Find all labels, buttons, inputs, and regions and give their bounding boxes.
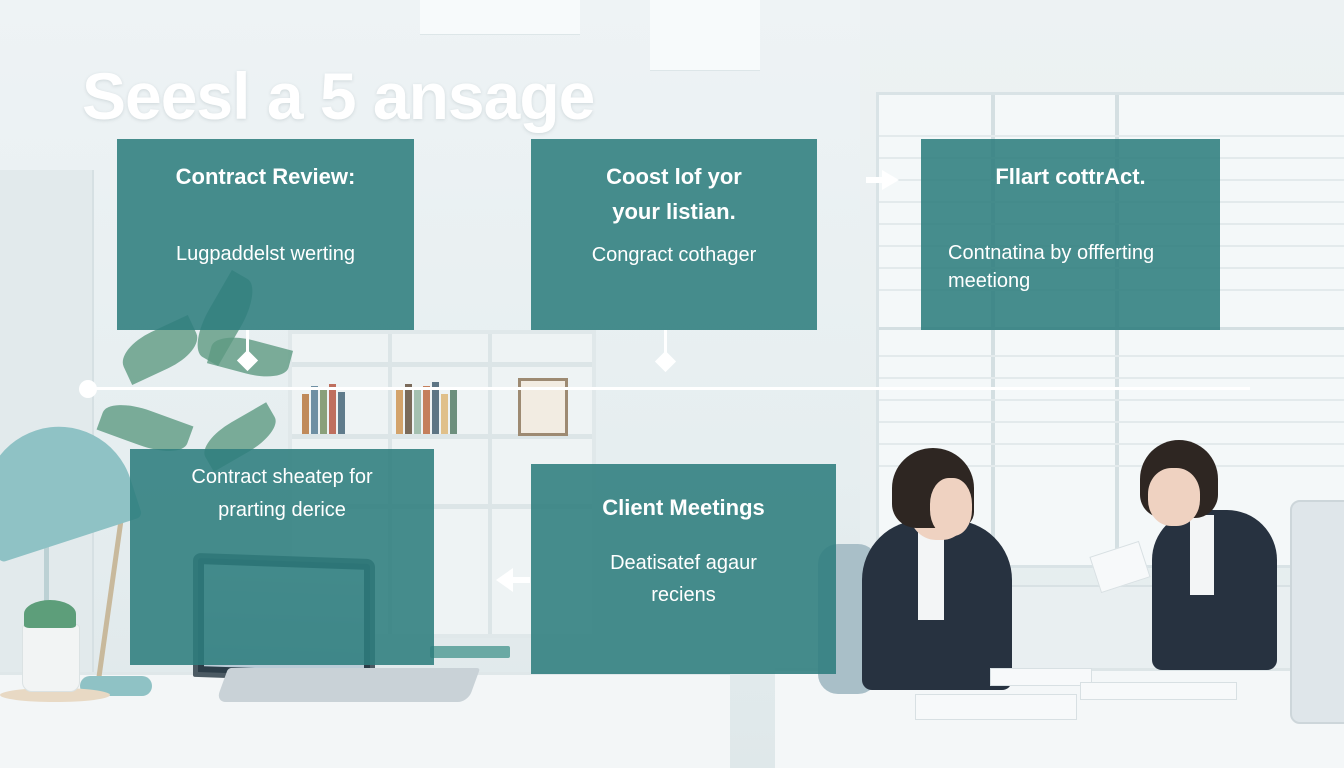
potted-plant	[22, 624, 80, 692]
connector-1	[246, 330, 249, 354]
step-heading: Client Meetings	[602, 495, 765, 520]
notebook	[430, 646, 510, 658]
timeline-line	[88, 387, 1250, 390]
step-text: Deatisatef agaur reciens	[610, 552, 757, 606]
diagram-title: Seesl a 5 ansage	[82, 59, 595, 133]
step-box-4: Contract sheatep for prarting derice	[130, 449, 434, 665]
step-text: Congract cothager	[591, 244, 757, 266]
monitor	[1290, 500, 1344, 724]
connector-2	[664, 330, 667, 354]
arrow-right-icon	[866, 170, 899, 190]
arrow-left-icon	[496, 568, 530, 592]
desk-papers	[990, 668, 1092, 686]
step-box-2: Coost lof yor your listian. Congract cot…	[531, 139, 817, 330]
timeline-start-dot	[79, 380, 97, 398]
ceiling-light	[420, 0, 580, 35]
step-heading: Coost lof yor your listian.	[606, 164, 742, 224]
step-text: Contract sheatep for prarting derice	[191, 466, 373, 521]
step-text: Lugpaddelst werting	[175, 243, 355, 265]
step-heading: Contract Review:	[175, 164, 356, 189]
person-right	[1152, 510, 1277, 670]
step-text: Contnatina by offferting meetiong	[948, 242, 1155, 292]
ceiling-duct	[650, 0, 760, 71]
step-box-3: Fllart cottrAct. Contnatina by offfertin…	[921, 139, 1220, 330]
step-heading: Fllart cottrAct.	[995, 164, 1146, 189]
step-box-contract-review: Contract Review: Lugpaddelst werting	[117, 139, 414, 330]
step-box-client-meetings: Client Meetings Deatisatef agaur reciens	[531, 464, 836, 674]
